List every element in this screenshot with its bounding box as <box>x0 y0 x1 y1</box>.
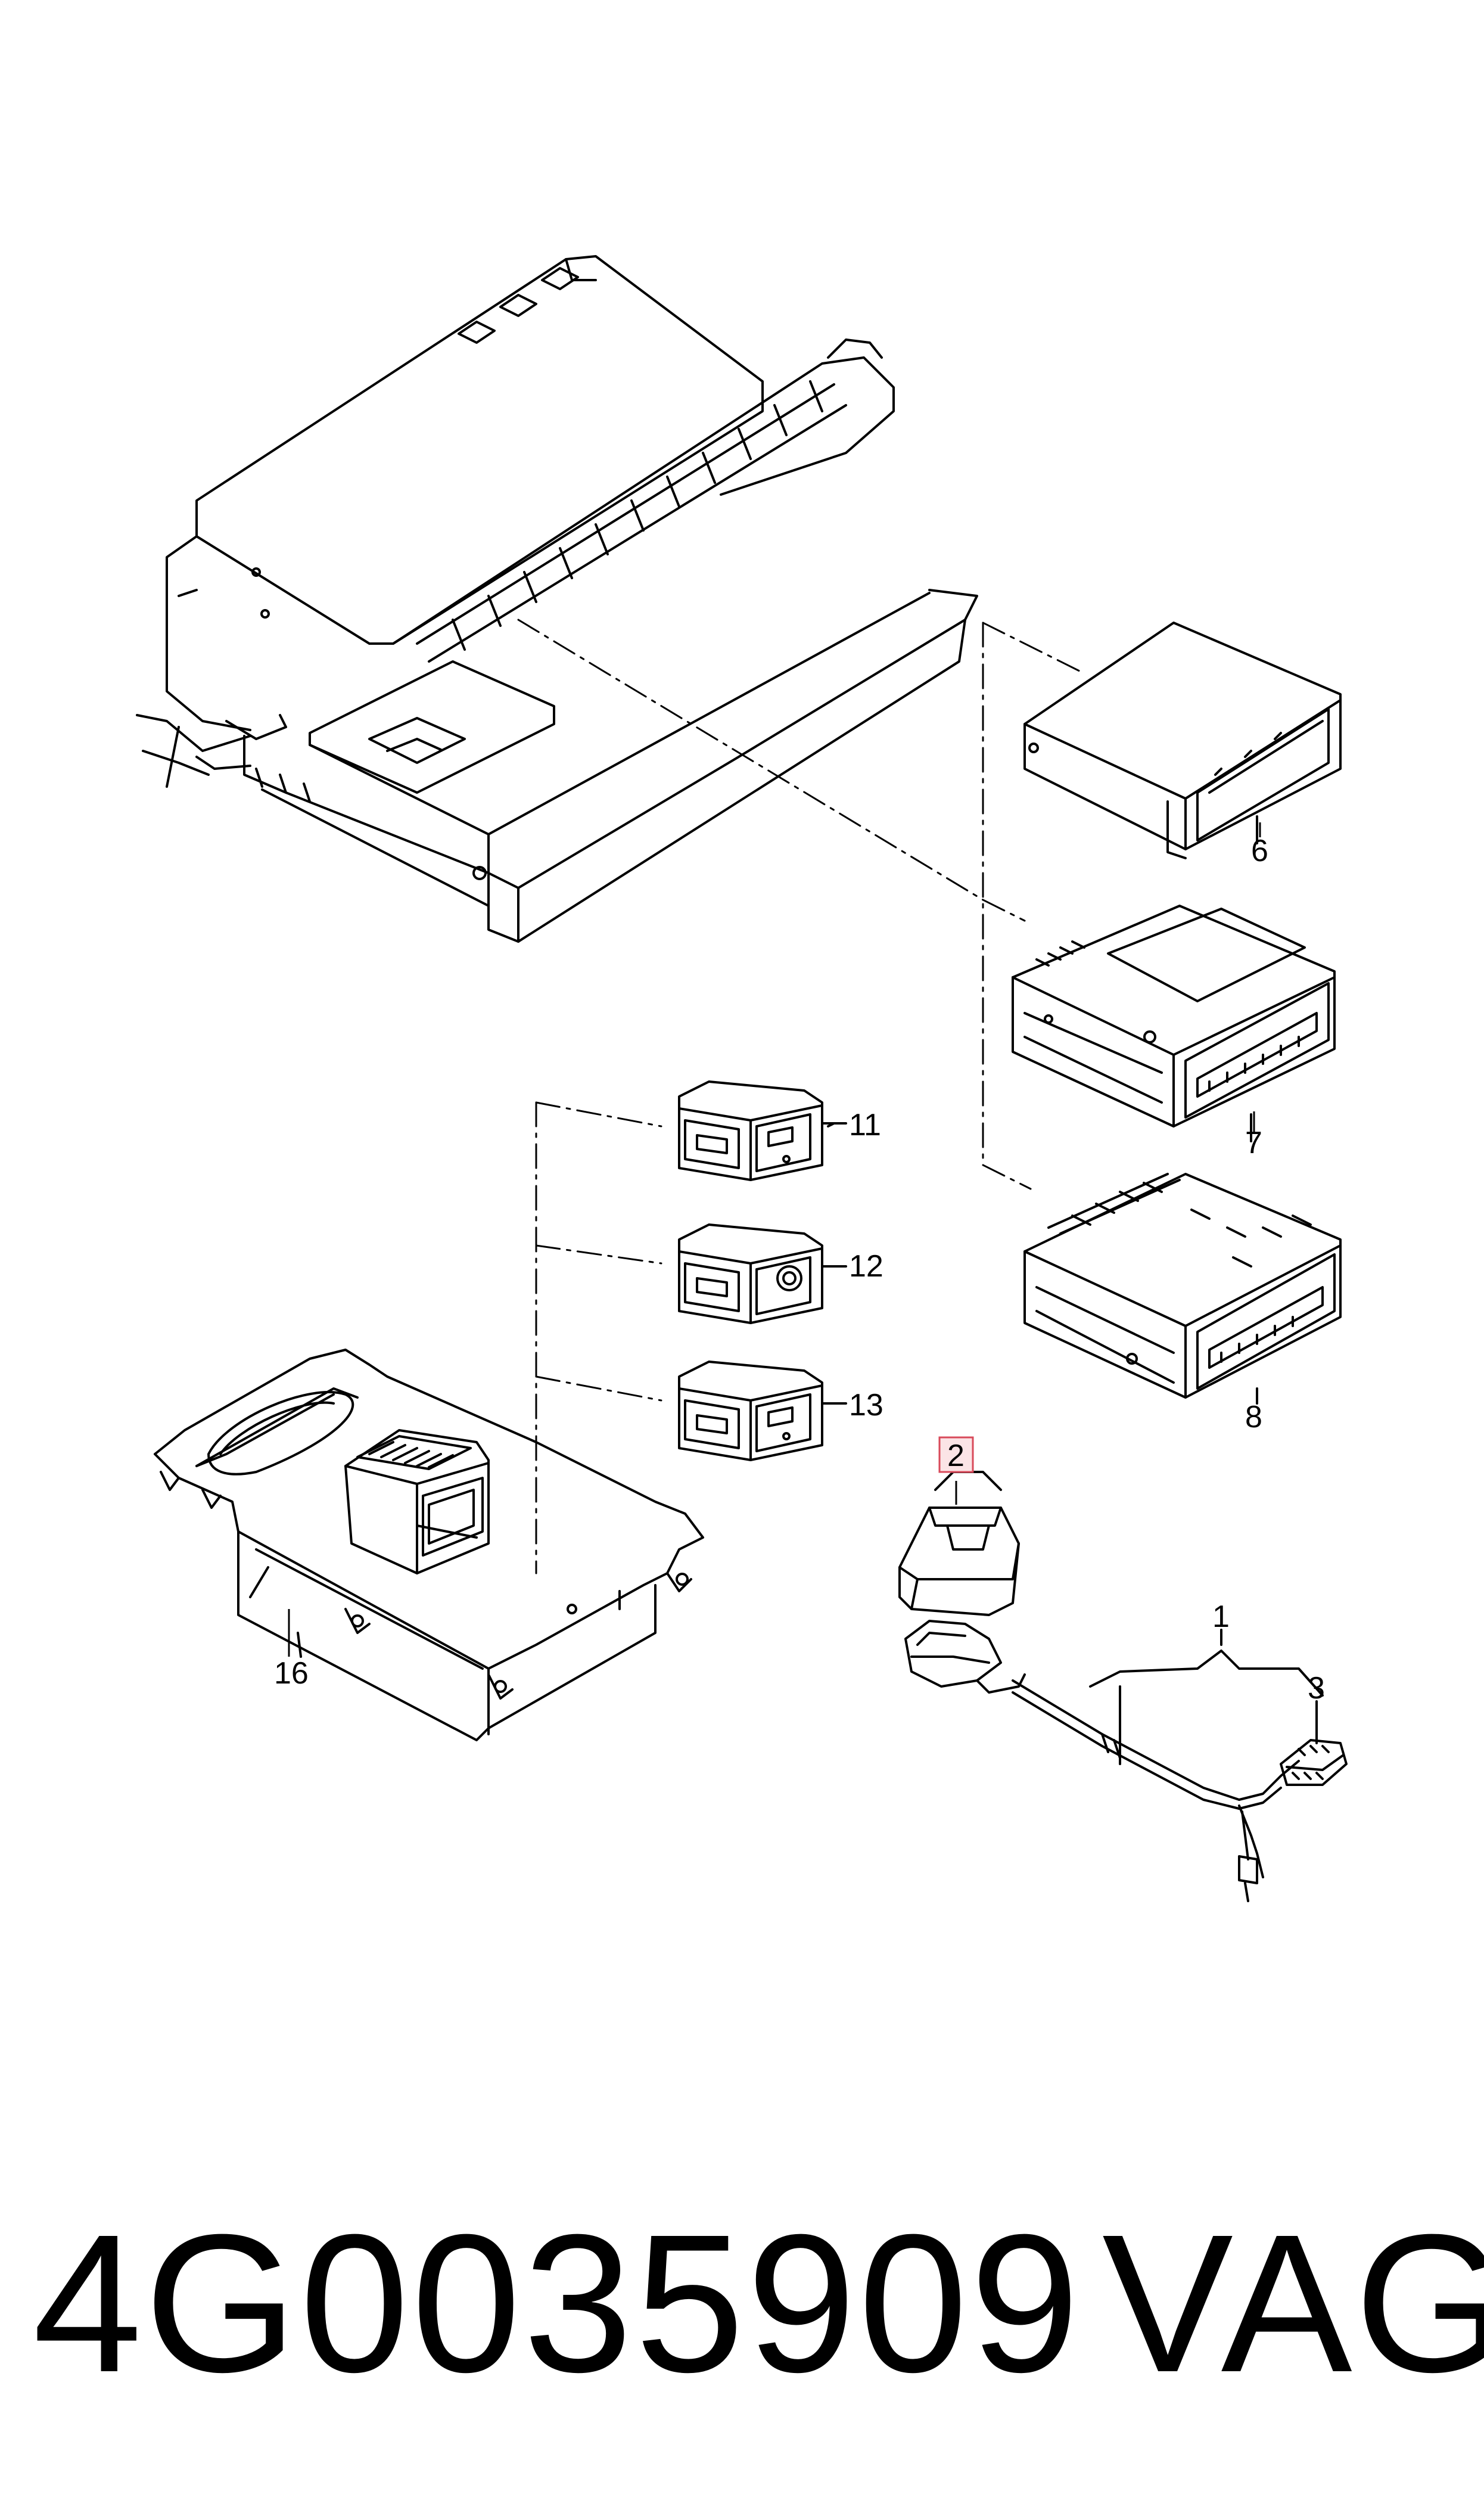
callout-16: 16 <box>274 1656 309 1691</box>
part-8-radio-unit <box>1023 1173 1342 1405</box>
callout-13: 13 <box>849 1388 883 1422</box>
glove-box-assembly <box>136 255 978 943</box>
part-2-usb-adapter <box>898 1471 1020 1616</box>
leader-lines <box>517 619 1085 1574</box>
part-16-console-tray <box>154 1349 704 1741</box>
callout-8: 8 <box>1245 1400 1262 1434</box>
callout-12: 12 <box>849 1249 883 1284</box>
callout-11: 11 <box>849 1108 881 1142</box>
callout-7: 7 <box>1245 1126 1262 1160</box>
part-1-wiring-harness <box>904 1620 1348 1902</box>
callout-1: 1 <box>1212 1599 1230 1634</box>
part-11-switch-module <box>678 1080 847 1181</box>
highlighted-callout-box <box>938 1436 974 1473</box>
part-7-radio-unit <box>1012 905 1336 1142</box>
part-number-label: 4G0035909 <box>33 2193 1082 2413</box>
callout-3: 3 <box>1308 1671 1325 1706</box>
part-6-empty-housing <box>1023 622 1342 859</box>
part-12-switch-module <box>678 1223 847 1324</box>
callout-2: 2 <box>947 1439 965 1473</box>
brand-label: VAG <box>1102 2193 1484 2413</box>
callout-6: 6 <box>1251 834 1268 868</box>
part-13-switch-module <box>678 1361 847 1461</box>
